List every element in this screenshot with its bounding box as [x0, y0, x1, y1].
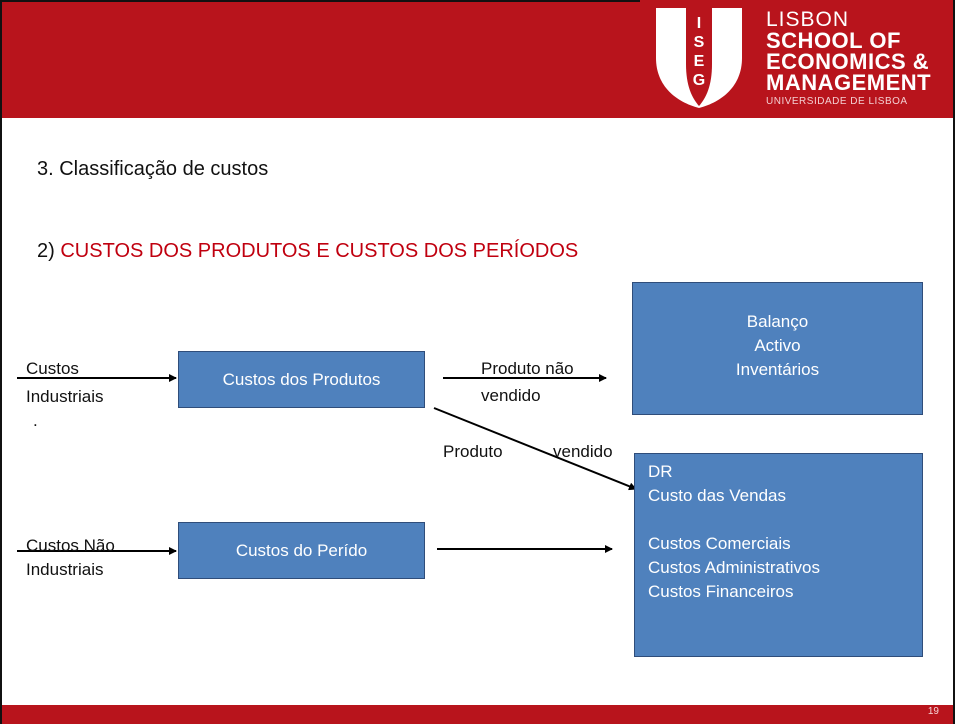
dr-line: DR: [648, 462, 673, 481]
balance-line: Balanço: [746, 312, 809, 331]
label-line: Custos Não: [26, 536, 115, 555]
footer-bar: 19: [2, 705, 953, 724]
box-custos-periodo: Custos do Perído: [178, 522, 425, 579]
shield-text: ISEG: [692, 15, 706, 89]
logo-text: LISBON SCHOOL OF ECONOMICS & MANAGEMENT …: [766, 8, 932, 111]
label-line: Industriais: [26, 560, 104, 579]
logo-line-management: MANAGEMENT: [766, 70, 932, 95]
logo-subtitle: UNIVERSIDADE DE LISBOA: [766, 96, 908, 107]
iseg-shield-logo: [656, 8, 742, 108]
logo-line-economics: ECONOMICS &: [766, 49, 930, 74]
label-vendido: vendido: [553, 442, 613, 461]
box-period-label: Custos do Perído: [235, 540, 368, 560]
slide-subtitle: 2) CUSTOS DOS PRODUTOS E CUSTOS DOS PERÍ…: [37, 240, 578, 263]
logo-line-school: SCHOOL OF: [766, 28, 901, 53]
dr-line: Custo das Vendas: [648, 486, 786, 505]
section-title: 3. Classificação de custos: [37, 158, 269, 180]
box-balanco: Balanço Activo Inventários: [632, 282, 923, 415]
bullet-dot: .: [33, 411, 38, 430]
subtitle-text: CUSTOS DOS PRODUTOS E CUSTOS DOS PERÍODO…: [60, 240, 579, 262]
logo-line-lisbon: LISBON: [766, 8, 850, 31]
arrow-sold: [433, 407, 637, 491]
label-custos-industriais: Custos Industriais: [26, 358, 103, 408]
dr-line: [648, 508, 922, 532]
shield-letters: ISEG: [690, 14, 708, 90]
label-line: Industriais: [26, 387, 104, 406]
balance-line: Activo: [754, 336, 801, 355]
box-products-label: Custos dos Produtos: [222, 369, 381, 389]
label-line: vendido: [481, 386, 541, 405]
label-line: Custos: [26, 359, 79, 378]
box-custos-produtos: Custos dos Produtos: [178, 351, 425, 408]
dr-line: Custos Administrativos: [648, 558, 820, 577]
dr-line: Custos Financeiros: [648, 582, 794, 601]
label-line: Produto não: [481, 359, 574, 378]
box-demonstracao-resultados: DR Custo das Vendas Custos Comerciais Cu…: [634, 453, 923, 657]
label-custos-nao-industriais: Custos Não Industriais: [26, 535, 115, 581]
label-produto: Produto: [443, 442, 503, 461]
dr-line: Custos Comerciais: [648, 534, 791, 553]
page-number: 19: [927, 706, 939, 717]
subtitle-number: 2): [37, 240, 55, 262]
label-produto-nao-vendido: Produto não vendido: [481, 358, 574, 407]
balance-line: Inventários: [735, 360, 820, 379]
